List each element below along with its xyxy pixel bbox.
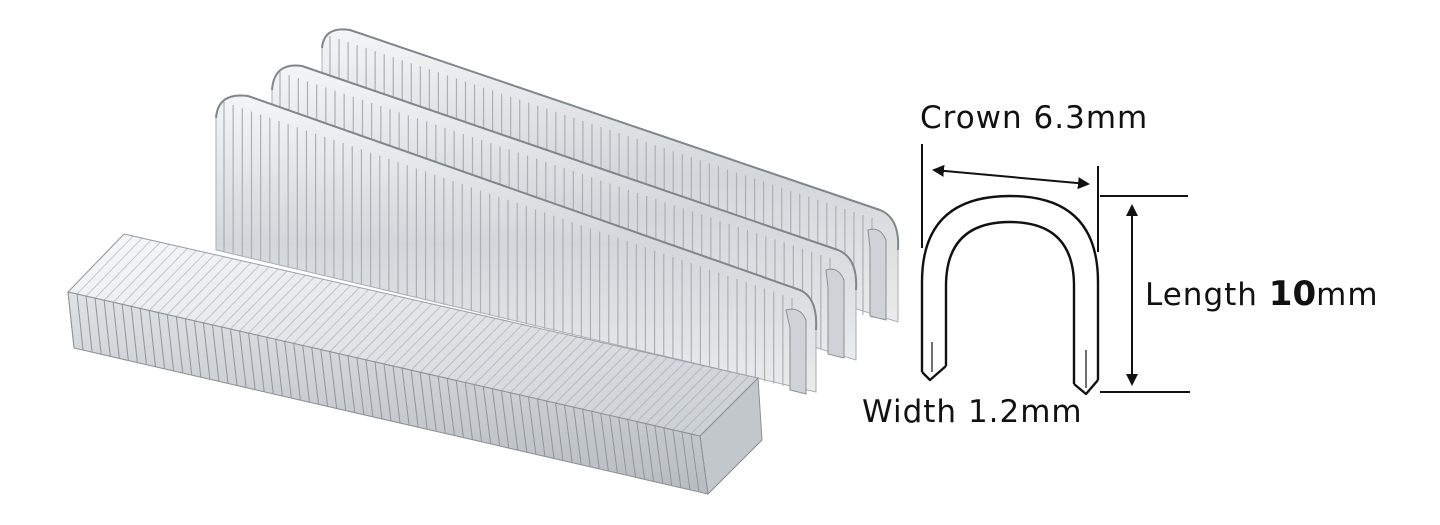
staple-strip-flat (67, 233, 763, 496)
width-label: Width 1.2mm (862, 397, 1083, 428)
staple-profile (920, 194, 1100, 396)
length-dimension (1100, 195, 1190, 393)
crown-dimension (921, 144, 1099, 252)
length-value: 10 (1268, 274, 1317, 314)
staple-strip-front (215, 94, 818, 395)
width-value: 1.2mm (967, 394, 1083, 430)
crown-name: Crown (920, 100, 1023, 136)
crown-label: Crown 6.3mm (920, 103, 1148, 134)
length-name: Length (1145, 277, 1258, 313)
crown-value: 6.3mm (1033, 100, 1149, 136)
width-name: Width (862, 394, 958, 430)
length-label: Length 10mm (1145, 277, 1379, 311)
length-unit: mm (1316, 277, 1379, 313)
